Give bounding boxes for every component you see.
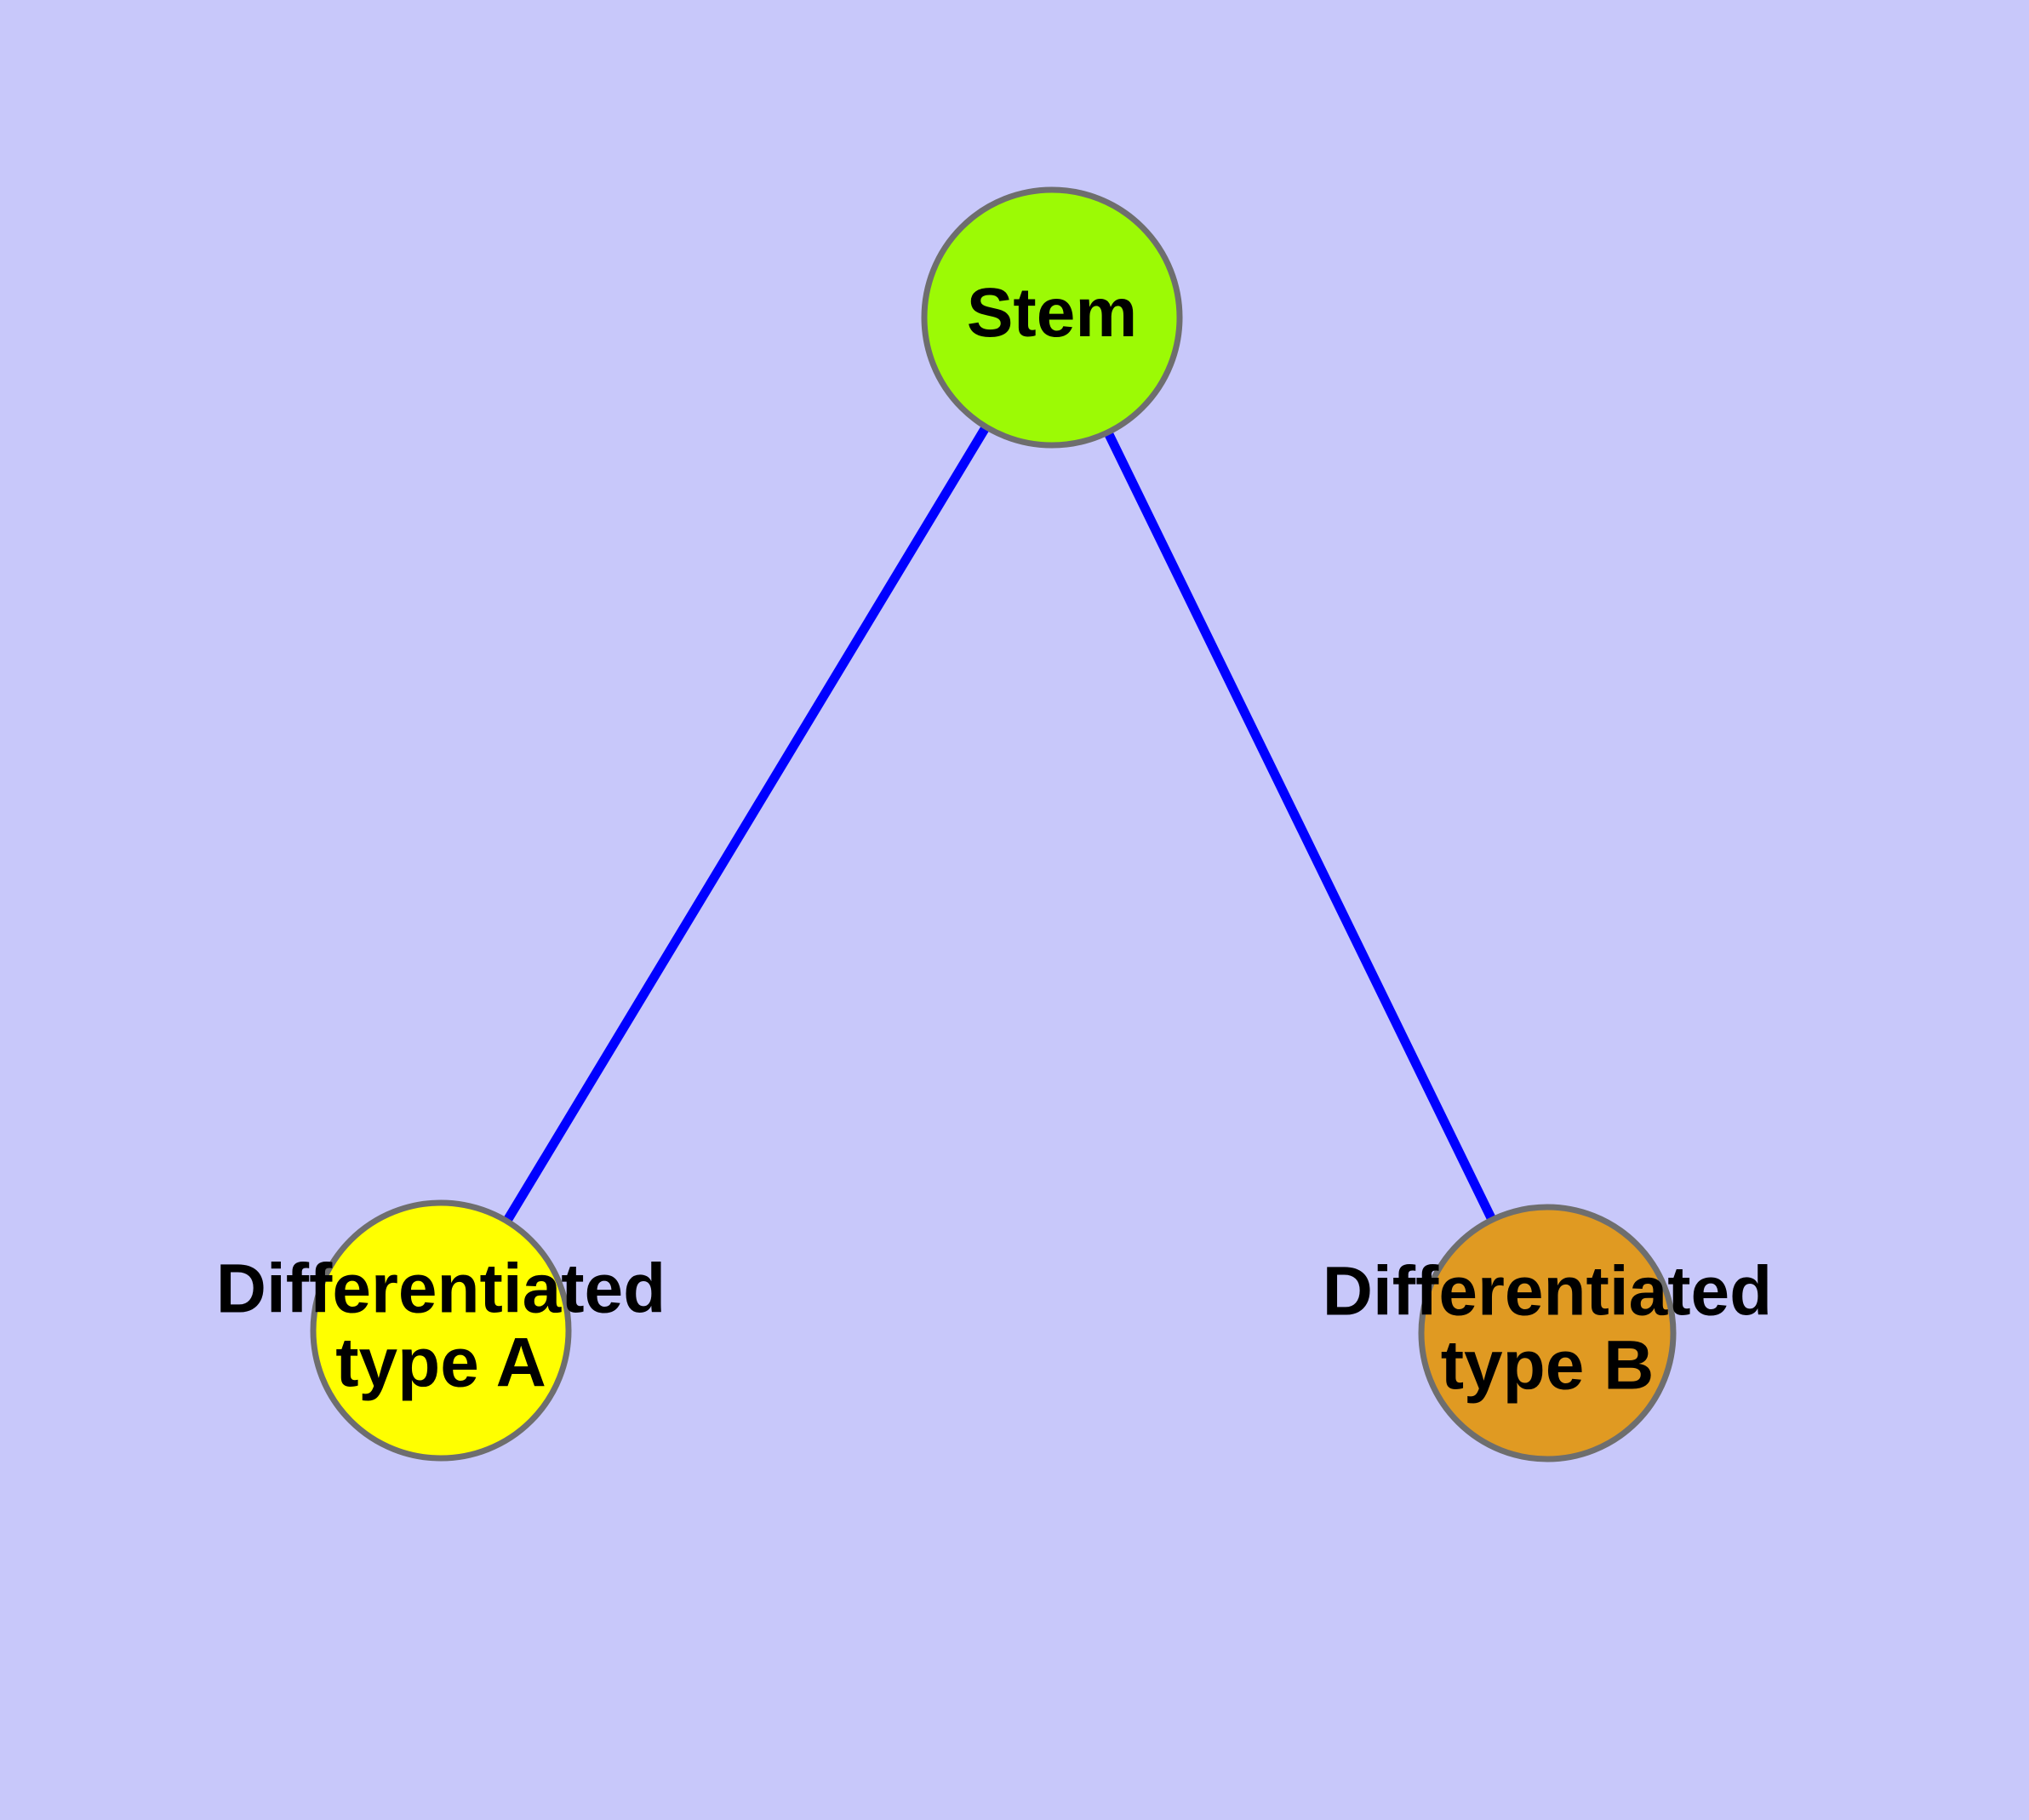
node-label-line: type A [335, 1324, 546, 1401]
graph-edge-stem-to-diff-a[interactable] [500, 421, 992, 1227]
graph-node-diff-b[interactable] [1418, 1204, 1677, 1462]
node-label-line: Differentiated [216, 1250, 666, 1327]
node-label-line: Differentiated [1323, 1252, 1773, 1330]
graph-node-stem[interactable] [921, 186, 1183, 449]
node-layer [310, 186, 1677, 1462]
edge-layer [500, 421, 1498, 1227]
node-label-line: type B [1441, 1326, 1655, 1404]
graph-edge-stem-to-diff-b[interactable] [1102, 426, 1498, 1225]
node-label-line: Stem [967, 274, 1138, 352]
node-label-stem: Stem [967, 274, 1138, 352]
graph-node-diff-a[interactable] [310, 1199, 572, 1462]
